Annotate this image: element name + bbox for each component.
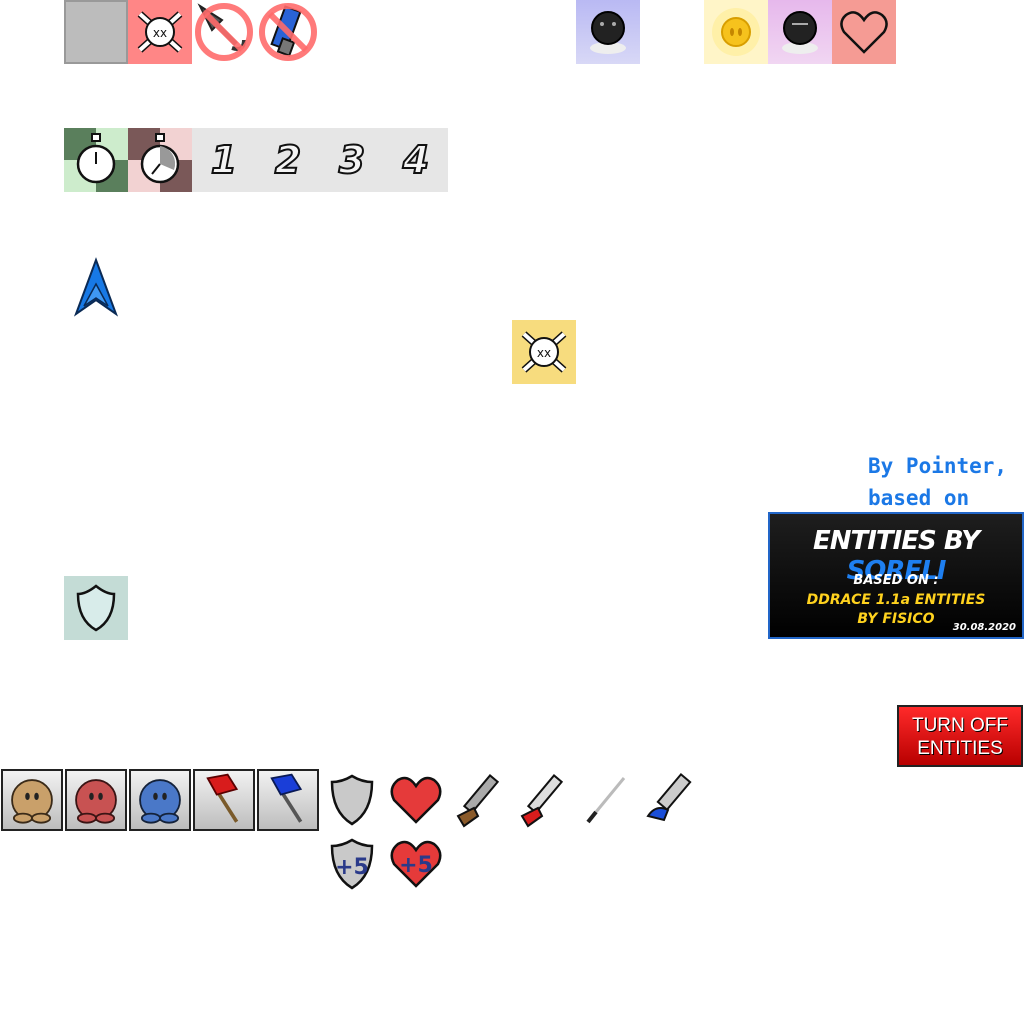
red-flag-icon [193, 769, 255, 831]
entities-banner: ENTITIES BY SORELI BASED ON : DDRACE 1.1… [768, 512, 1024, 639]
life-heart-icon [832, 0, 896, 64]
deep-freeze-tile-icon [768, 0, 832, 64]
no-hook-icon [192, 0, 256, 64]
svg-text:xx: xx [153, 26, 167, 40]
svg-text:xx: xx [537, 346, 551, 360]
no-laser-icon [256, 0, 320, 64]
armor-pickup-icon [320, 768, 384, 832]
spawn-red-icon [65, 769, 127, 831]
credit-line1: By Pointer, [868, 454, 1008, 478]
health-plus-text: +5 [399, 853, 433, 878]
health-pickup-icon [384, 768, 448, 832]
finish-timer-icon [128, 128, 192, 192]
unfreeze-tile-icon [704, 0, 768, 64]
air-tile-icon [64, 0, 128, 64]
banner-based-on: BASED ON : [853, 573, 939, 588]
shotgun-pickup-icon [448, 768, 512, 832]
start-timer-icon [64, 128, 128, 192]
blue-flag-icon [257, 769, 319, 831]
spawn-default-icon [1, 769, 63, 831]
armor-plus-text: +5 [335, 855, 369, 880]
team-death-icon: xx [512, 320, 576, 384]
ninja-sword-pickup-icon [576, 768, 640, 832]
speedup-arrow-icon [64, 256, 128, 320]
grenade-pickup-icon [512, 768, 576, 832]
banner-date: 30.08.2020 [952, 622, 1016, 633]
team-number-2: 2 [256, 128, 320, 192]
credit-line2: based on [868, 486, 970, 510]
team-number-1: 1 [192, 128, 256, 192]
banner-source-line2: BY FISICO [857, 611, 935, 627]
armor-tile-icon [64, 576, 128, 640]
armor-plus-five-icon: +5 [320, 832, 384, 896]
death-tile-icon: xx [128, 0, 192, 64]
laser-pickup-icon [640, 768, 704, 832]
banner-title-author: SORELI [846, 556, 947, 586]
credit-text: By Pointer, based on [868, 450, 1024, 514]
team-number-4: 4 [384, 128, 448, 192]
toggle-line1: TURN OFF [911, 715, 1009, 736]
turn-off-entities-button[interactable]: TURN OFF ENTITIES [897, 705, 1023, 767]
team-number-3: 3 [320, 128, 384, 192]
freeze-tile-icon [576, 0, 640, 64]
toggle-line2: ENTITIES [917, 738, 1003, 759]
spawn-blue-icon [129, 769, 191, 831]
banner-title-by: ENTITIES BY [812, 526, 980, 556]
health-plus-five-icon: +5 [384, 832, 448, 896]
banner-source-line1: DDRACE 1.1a ENTITIES [806, 592, 986, 608]
